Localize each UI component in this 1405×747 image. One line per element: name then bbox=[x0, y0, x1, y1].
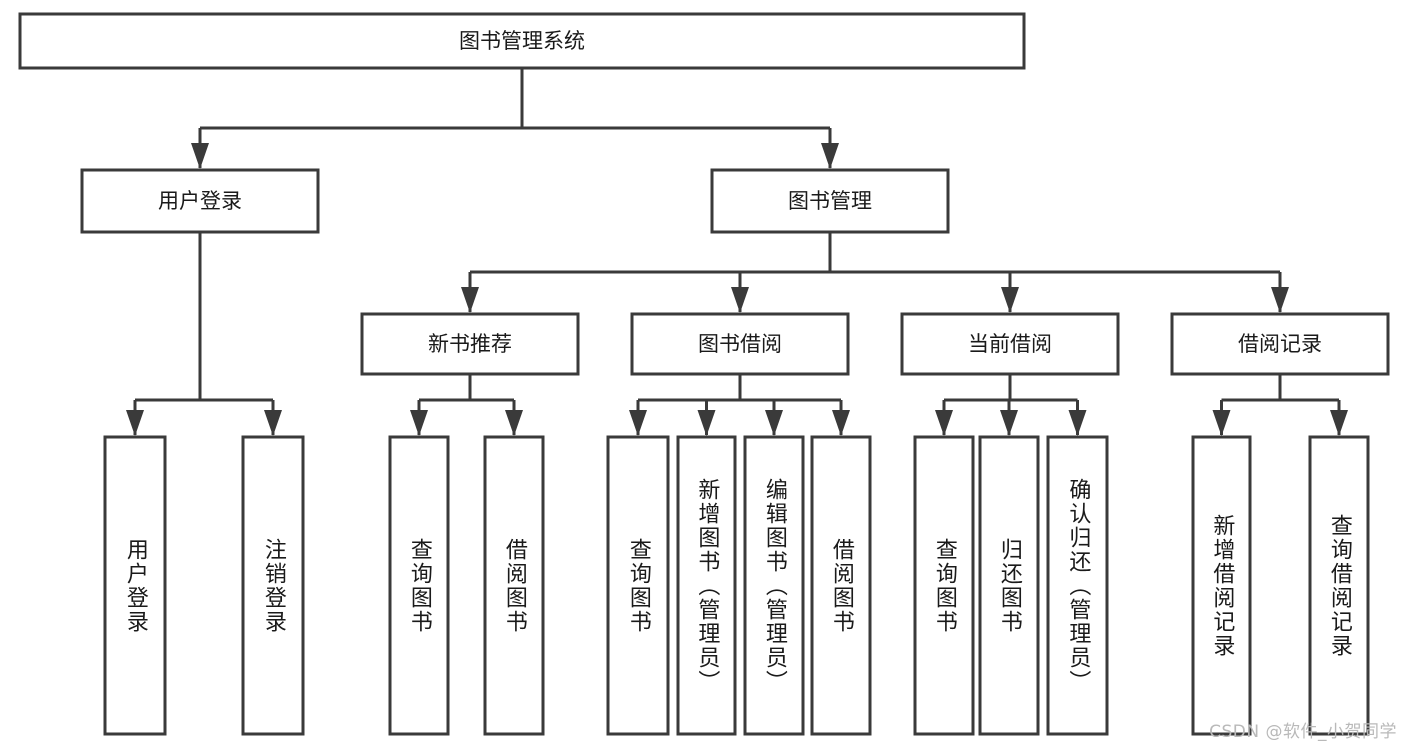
arrow-head-icon-level2-1 bbox=[821, 143, 839, 169]
node-root-box[interactable] bbox=[18, 12, 1026, 70]
arrow-head-icon-leaf-12 bbox=[1330, 410, 1348, 436]
arrow-head-icon-leaf-6 bbox=[765, 410, 783, 436]
arrow-head-icon-leaf-8 bbox=[935, 410, 953, 436]
watermark: CSDN @软件_小贺同学 bbox=[1209, 722, 1397, 742]
node-root-label: 图书管理系统 bbox=[459, 29, 585, 53]
node-leaf-box-0[interactable] bbox=[103, 435, 167, 736]
node-level3-box-0[interactable] bbox=[360, 312, 580, 376]
node-leaf-box-6[interactable] bbox=[743, 435, 805, 736]
arrow-head-icon-leaf-4 bbox=[629, 410, 647, 436]
node-level3-box-2[interactable] bbox=[900, 312, 1120, 376]
node-level3-box-1[interactable] bbox=[630, 312, 850, 376]
node-leaf-box-11[interactable] bbox=[1191, 435, 1252, 736]
arrow-head-icon-leaf-11 bbox=[1212, 410, 1231, 436]
node-leaf-box-10[interactable] bbox=[1046, 435, 1109, 736]
arrow-head-icon-level3-2 bbox=[1001, 287, 1019, 313]
arrow-head-icon-level3-3 bbox=[1271, 287, 1289, 313]
node-level3-box-3[interactable] bbox=[1170, 312, 1390, 376]
connector-layer bbox=[126, 68, 1348, 436]
node-level2-label-1: 图书管理 bbox=[788, 189, 872, 213]
node-level3-label-1: 图书借阅 bbox=[698, 332, 782, 356]
arrow-head-icon-leaf-3 bbox=[505, 410, 523, 436]
node-leaf-box-8[interactable] bbox=[913, 435, 975, 736]
node-level3-label-2: 当前借阅 bbox=[968, 332, 1052, 356]
box-layer bbox=[18, 12, 1390, 736]
arrow-head-icon-leaf-5 bbox=[697, 410, 716, 436]
arrow-head-icon-leaf-0 bbox=[126, 410, 144, 436]
arrow-head-icon-leaf-9 bbox=[1000, 410, 1018, 436]
arrow-head-icon-leaf-2 bbox=[410, 410, 428, 436]
arrow-head-icon-level3-1 bbox=[731, 287, 749, 313]
node-leaf-box-9[interactable] bbox=[978, 435, 1040, 736]
arrow-head-icon-leaf-1 bbox=[264, 410, 282, 436]
node-level3-label-3: 借阅记录 bbox=[1238, 332, 1322, 356]
node-leaf-box-4[interactable] bbox=[606, 435, 670, 736]
node-level2-label-0: 用户登录 bbox=[158, 189, 242, 213]
node-leaf-box-7[interactable] bbox=[810, 435, 872, 736]
node-leaf-box-1[interactable] bbox=[241, 435, 305, 736]
arrow-head-icon-leaf-7 bbox=[832, 410, 850, 436]
node-leaf-box-12[interactable] bbox=[1308, 435, 1370, 736]
node-leaf-box-5[interactable] bbox=[676, 435, 737, 736]
node-level2-box-1[interactable] bbox=[710, 168, 950, 234]
node-level3-label-0: 新书推荐 bbox=[428, 332, 512, 356]
node-level2-box-0[interactable] bbox=[80, 168, 320, 234]
node-leaf-box-2[interactable] bbox=[388, 435, 450, 736]
node-leaf-box-3[interactable] bbox=[483, 435, 545, 736]
arrow-head-icon-level3-0 bbox=[461, 287, 479, 313]
arrow-head-icon-level2-0 bbox=[191, 143, 209, 169]
arrow-head-icon-leaf-10 bbox=[1068, 410, 1087, 436]
